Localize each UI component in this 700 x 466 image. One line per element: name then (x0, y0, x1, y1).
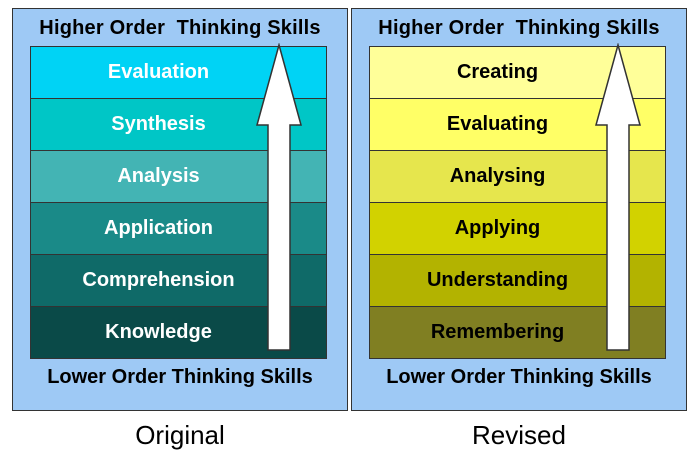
up-arrow-icon (595, 43, 641, 351)
up-arrow-icon (256, 43, 302, 351)
revised-footer: Lower Order Thinking Skills (386, 366, 652, 388)
revised-title: Higher Order Thinking Skills (378, 17, 660, 39)
original-footer: Lower Order Thinking Skills (47, 366, 313, 388)
revised-panel: Higher Order Thinking Skills Creating Ev… (351, 8, 687, 411)
original-panel: Higher Order Thinking Skills Evaluation … (12, 8, 348, 411)
original-caption: Original (135, 420, 225, 450)
original-title: Higher Order Thinking Skills (39, 17, 321, 39)
revised-caption: Revised (472, 420, 566, 450)
